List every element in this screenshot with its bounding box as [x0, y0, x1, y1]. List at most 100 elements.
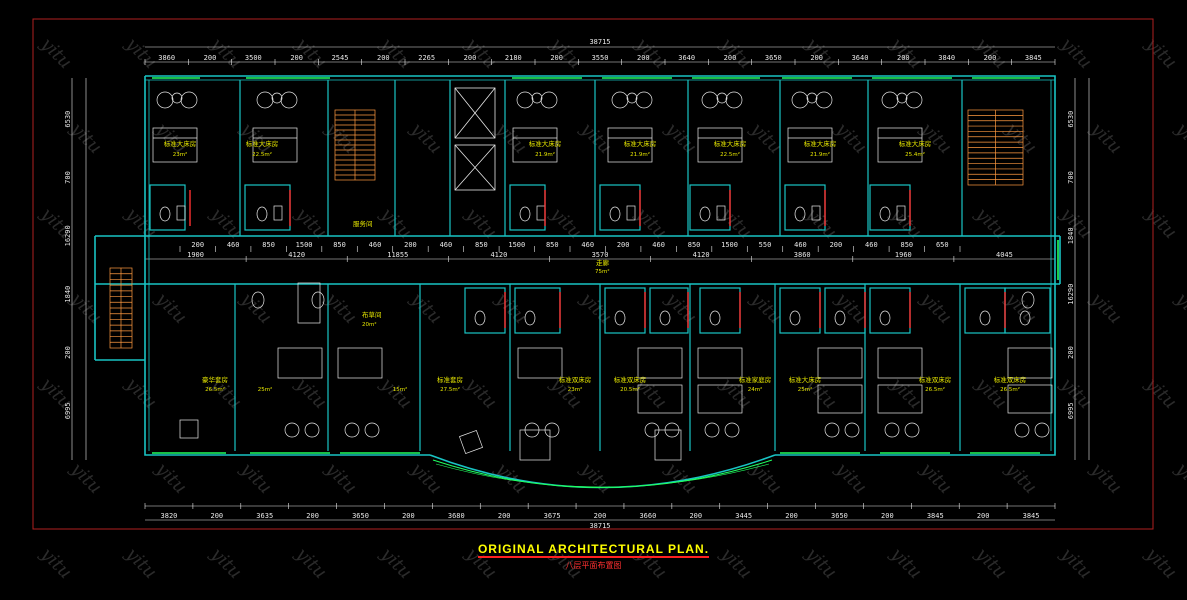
dim-label: 3650: [831, 512, 848, 520]
dim-label: 200: [306, 512, 319, 520]
watermark-text: yitu: [661, 288, 701, 328]
sink: [536, 205, 546, 221]
building-walls: [94, 75, 1061, 456]
chair: [724, 422, 740, 438]
room-name-bottom: 标准双床房: [559, 375, 592, 384]
watermark-text: yitu: [576, 458, 616, 498]
dim-label: 200: [881, 512, 894, 520]
dim-label: 200: [897, 54, 910, 62]
chair: [1034, 422, 1050, 438]
room-area-top: 21.9m²: [810, 151, 830, 158]
bed: [1007, 384, 1053, 414]
watermark-text: yitu: [321, 288, 361, 328]
bathtub: [297, 282, 321, 324]
toilet: [834, 310, 846, 326]
dim-label: 200: [810, 54, 823, 62]
bed: [697, 347, 743, 379]
dim-label: 200: [785, 512, 798, 520]
watermark-text: yitu: [1086, 458, 1126, 498]
dim-label: 200: [211, 512, 224, 520]
watermark-text: yitu: [121, 33, 161, 73]
dim-label: 200: [402, 512, 415, 520]
linen-room-label: 布草间: [362, 310, 382, 319]
dim-label: 200: [464, 54, 477, 62]
toilet: [256, 206, 268, 222]
room-area-bottom: 27.5m²: [440, 386, 460, 393]
chair: [516, 91, 534, 109]
bed: [277, 347, 323, 379]
furniture-layer: [152, 91, 1053, 461]
bed: [1007, 347, 1053, 379]
window-strips: [152, 77, 1059, 454]
dim-label: 4120: [693, 251, 710, 259]
bed: [607, 127, 653, 163]
watermark-text: yitu: [236, 288, 276, 328]
room-area-top: 21.9m²: [535, 151, 555, 158]
stair-left: [334, 109, 376, 181]
dim-label: 3650: [765, 54, 782, 62]
watermark-text: yitu: [1141, 33, 1181, 73]
chair: [1014, 422, 1030, 438]
red-wall-marks: [189, 190, 1006, 328]
watermark-text: yitu: [406, 458, 446, 498]
room-labels-top: 标准大床房23m²标准大床房22.5m²标准大床房21.9m²标准大床房21.9…: [164, 139, 932, 158]
corridor-area: 75m²: [595, 268, 610, 275]
watermark-text: yitu: [1056, 203, 1096, 243]
dim-label: 6530: [1067, 111, 1075, 128]
bathroom-wall: [699, 287, 741, 334]
toilet: [879, 206, 891, 222]
watermark-text: yitu: [121, 373, 161, 413]
bed: [252, 127, 298, 163]
dim-label: 850: [475, 241, 488, 249]
watermark-text: yitu: [321, 458, 361, 498]
dimension-lines: [71, 46, 1090, 521]
room-area-bottom: 26.5m²: [1000, 386, 1020, 393]
dim-label: 16290: [64, 225, 72, 246]
dim-label: 460: [581, 241, 594, 249]
watermark-text: yitu: [631, 203, 671, 243]
bed: [152, 127, 198, 163]
toilet: [251, 291, 265, 309]
room-area-bottom: 25m²: [258, 386, 273, 393]
dim-label: 3845: [927, 512, 944, 520]
chair: [904, 422, 920, 438]
bed: [787, 127, 833, 163]
dim-label: 200: [637, 54, 650, 62]
room-area-bottom: 23m²: [568, 386, 583, 393]
dim-label: 850: [546, 241, 559, 249]
drawing-title-en-text: ORIGINAL ARCHITECTURAL PLAN.: [477, 542, 710, 558]
watermark-text: yitu: [971, 203, 1011, 243]
room-area-bottom: 25m²: [798, 386, 813, 393]
dim-label: 4045: [996, 251, 1013, 259]
room-name-bottom: 标准大床房: [789, 375, 822, 384]
table: [531, 92, 543, 104]
watermark-text: yitu: [1171, 458, 1187, 498]
watermark-text: yitu: [291, 373, 331, 413]
watermark-text: yitu: [801, 203, 841, 243]
watermark-text: yitu: [376, 373, 416, 413]
dim-label: 3675: [544, 512, 561, 520]
watermark-text: yitu: [886, 203, 926, 243]
dim-label: 1840: [1067, 227, 1075, 244]
watermark-text: yitu: [151, 288, 191, 328]
dim-label: 1500: [508, 241, 525, 249]
room-name-top: 标准大床房: [164, 139, 197, 148]
dim-label: 3860: [158, 54, 175, 62]
dim-label: 700: [64, 171, 72, 184]
sink: [626, 205, 636, 221]
corridor-label: 走廊: [596, 258, 610, 267]
toilet: [1019, 310, 1031, 326]
dim-label: 3635: [256, 512, 273, 520]
stair-west: [109, 267, 133, 349]
room-area-top: 23m²: [173, 151, 188, 158]
toilet: [979, 310, 991, 326]
toilet: [519, 206, 531, 222]
dim-label: 3820: [161, 512, 178, 520]
overall-dim-bottom: 38715: [589, 522, 610, 530]
chair: [344, 422, 360, 438]
dim-label: 200: [550, 54, 563, 62]
